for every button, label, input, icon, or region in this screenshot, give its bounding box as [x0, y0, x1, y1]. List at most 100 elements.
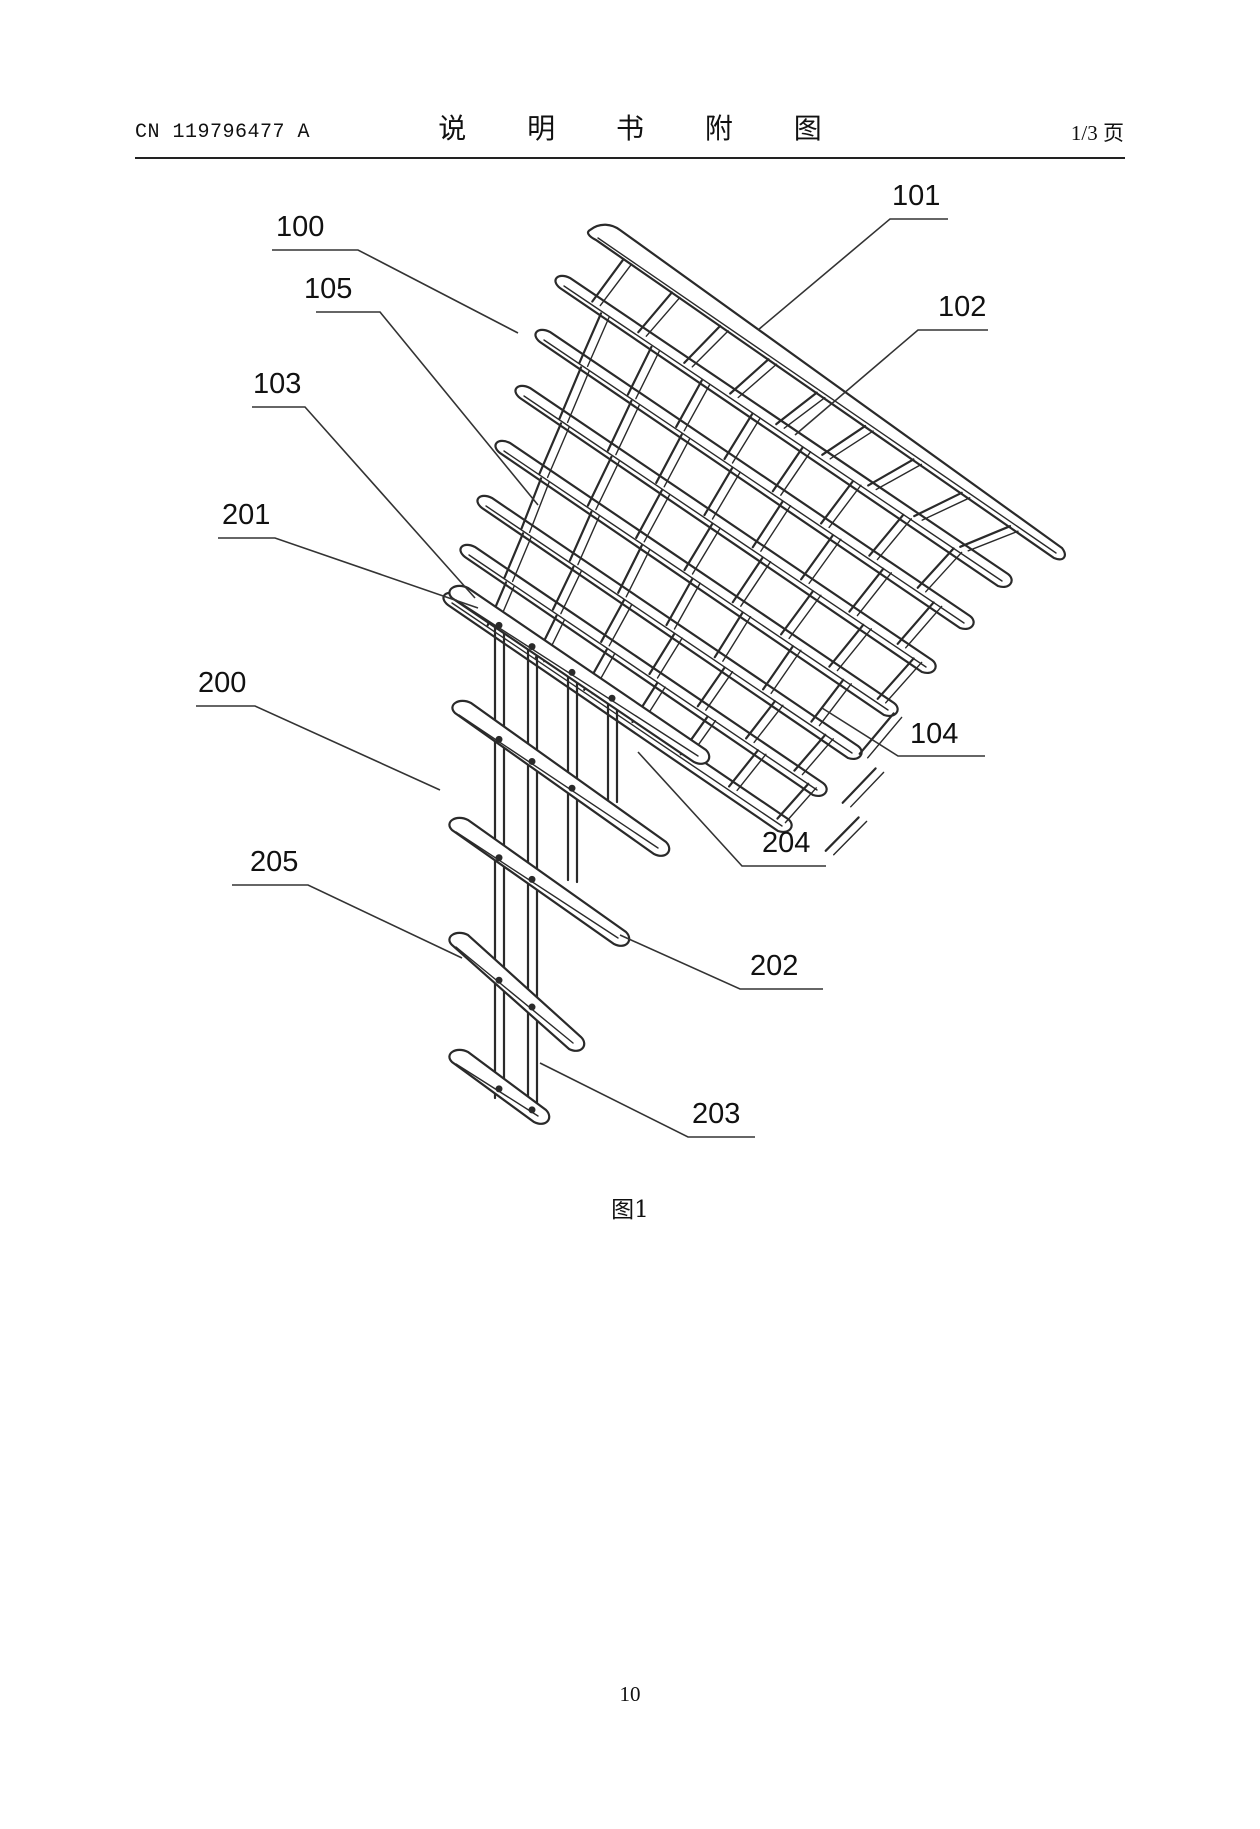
rung-edge — [801, 738, 834, 776]
rung-edge — [683, 383, 711, 432]
rung — [819, 480, 854, 525]
callout-201: 201 — [222, 499, 270, 531]
rung-edge — [808, 538, 842, 585]
callout-101: 101 — [892, 180, 940, 212]
rung-edge — [608, 603, 633, 647]
pin — [568, 668, 576, 676]
rung-edge — [560, 570, 583, 615]
rung-edge — [925, 551, 963, 593]
slat-edge — [503, 450, 889, 711]
publication-number: CN 119796477 A — [135, 121, 311, 144]
rung-edge — [511, 536, 532, 583]
pin — [528, 757, 536, 765]
rung — [771, 446, 804, 493]
rung-edge — [586, 316, 610, 368]
slat — [476, 494, 863, 760]
pin — [528, 1106, 536, 1114]
rung — [731, 556, 764, 604]
rung — [821, 424, 867, 456]
pin — [528, 1003, 536, 1011]
slat — [514, 384, 937, 674]
rung-edge — [635, 350, 661, 400]
rung — [776, 782, 810, 820]
cross-plate-group — [448, 584, 711, 1125]
cross-plate-edge — [455, 946, 574, 1044]
rung-edge — [711, 471, 741, 520]
callout-104: 104 — [910, 718, 958, 750]
callout-102: 102 — [938, 291, 986, 323]
rung — [799, 534, 834, 581]
rung — [828, 623, 865, 668]
rung — [779, 590, 814, 636]
rung-edge — [829, 430, 874, 460]
rung-edge — [885, 661, 923, 704]
rung — [824, 816, 860, 852]
callout-204: 204 — [762, 827, 810, 859]
rung-edge — [818, 683, 852, 727]
rung — [959, 525, 1012, 548]
callout-200: 200 — [198, 667, 246, 699]
rung — [761, 645, 794, 691]
rung — [600, 599, 625, 643]
rung-edge — [740, 560, 772, 607]
rung-edge — [867, 716, 903, 759]
rung-edge — [577, 515, 601, 566]
rung-edge — [788, 594, 822, 640]
rung — [635, 489, 663, 539]
rung-edge — [875, 463, 923, 491]
rung — [683, 324, 722, 364]
slat-edge — [543, 339, 965, 624]
cross-plate-edge — [455, 831, 619, 939]
rung-edge — [663, 437, 691, 488]
slat-edge — [485, 505, 853, 754]
rung — [626, 345, 653, 396]
leader-lines — [196, 218, 988, 1138]
slat-edge — [523, 395, 927, 668]
rung — [858, 712, 895, 755]
rung — [675, 379, 703, 428]
rung-edge — [876, 518, 912, 561]
rung — [713, 611, 744, 659]
rung-edge — [836, 628, 872, 672]
rung-edge — [856, 572, 892, 617]
rung-edge — [643, 493, 671, 543]
pin — [495, 976, 503, 984]
rung — [703, 467, 734, 517]
rung-edge — [784, 787, 817, 824]
rung-edge — [736, 753, 767, 792]
rung — [558, 366, 583, 420]
callout-103: 103 — [253, 368, 301, 400]
rung-edge — [770, 649, 802, 695]
rung-edge — [656, 637, 683, 679]
pin — [495, 621, 503, 629]
rung — [775, 391, 818, 426]
rung-edge — [731, 417, 761, 464]
rung-edge — [691, 330, 729, 368]
pin — [528, 875, 536, 883]
rung-edge — [833, 820, 868, 856]
rung-edge — [753, 704, 784, 744]
rung-edge — [780, 450, 812, 496]
rung-edge — [783, 396, 826, 429]
rung-edge — [595, 460, 621, 511]
rung-edge — [546, 426, 570, 479]
callout-labels: 100 101 102 105 103 201 200 205 104 204 … — [198, 180, 986, 1130]
rung — [696, 666, 726, 708]
page-label: 1/3 页 — [1070, 121, 1124, 145]
rung — [648, 632, 676, 676]
rung — [867, 458, 915, 487]
section-title: 说 明 书 附 图 — [438, 112, 848, 145]
cross-plate — [448, 931, 586, 1052]
cross-plate — [448, 816, 631, 947]
pin — [495, 735, 503, 743]
rung — [637, 291, 674, 334]
rung — [606, 399, 633, 452]
page-number: 10 — [619, 1682, 641, 1706]
cross-plate — [451, 699, 671, 857]
pin — [608, 694, 616, 702]
rung — [655, 433, 683, 484]
header-rule — [135, 157, 1125, 159]
rung — [876, 657, 915, 700]
rung — [841, 767, 877, 804]
